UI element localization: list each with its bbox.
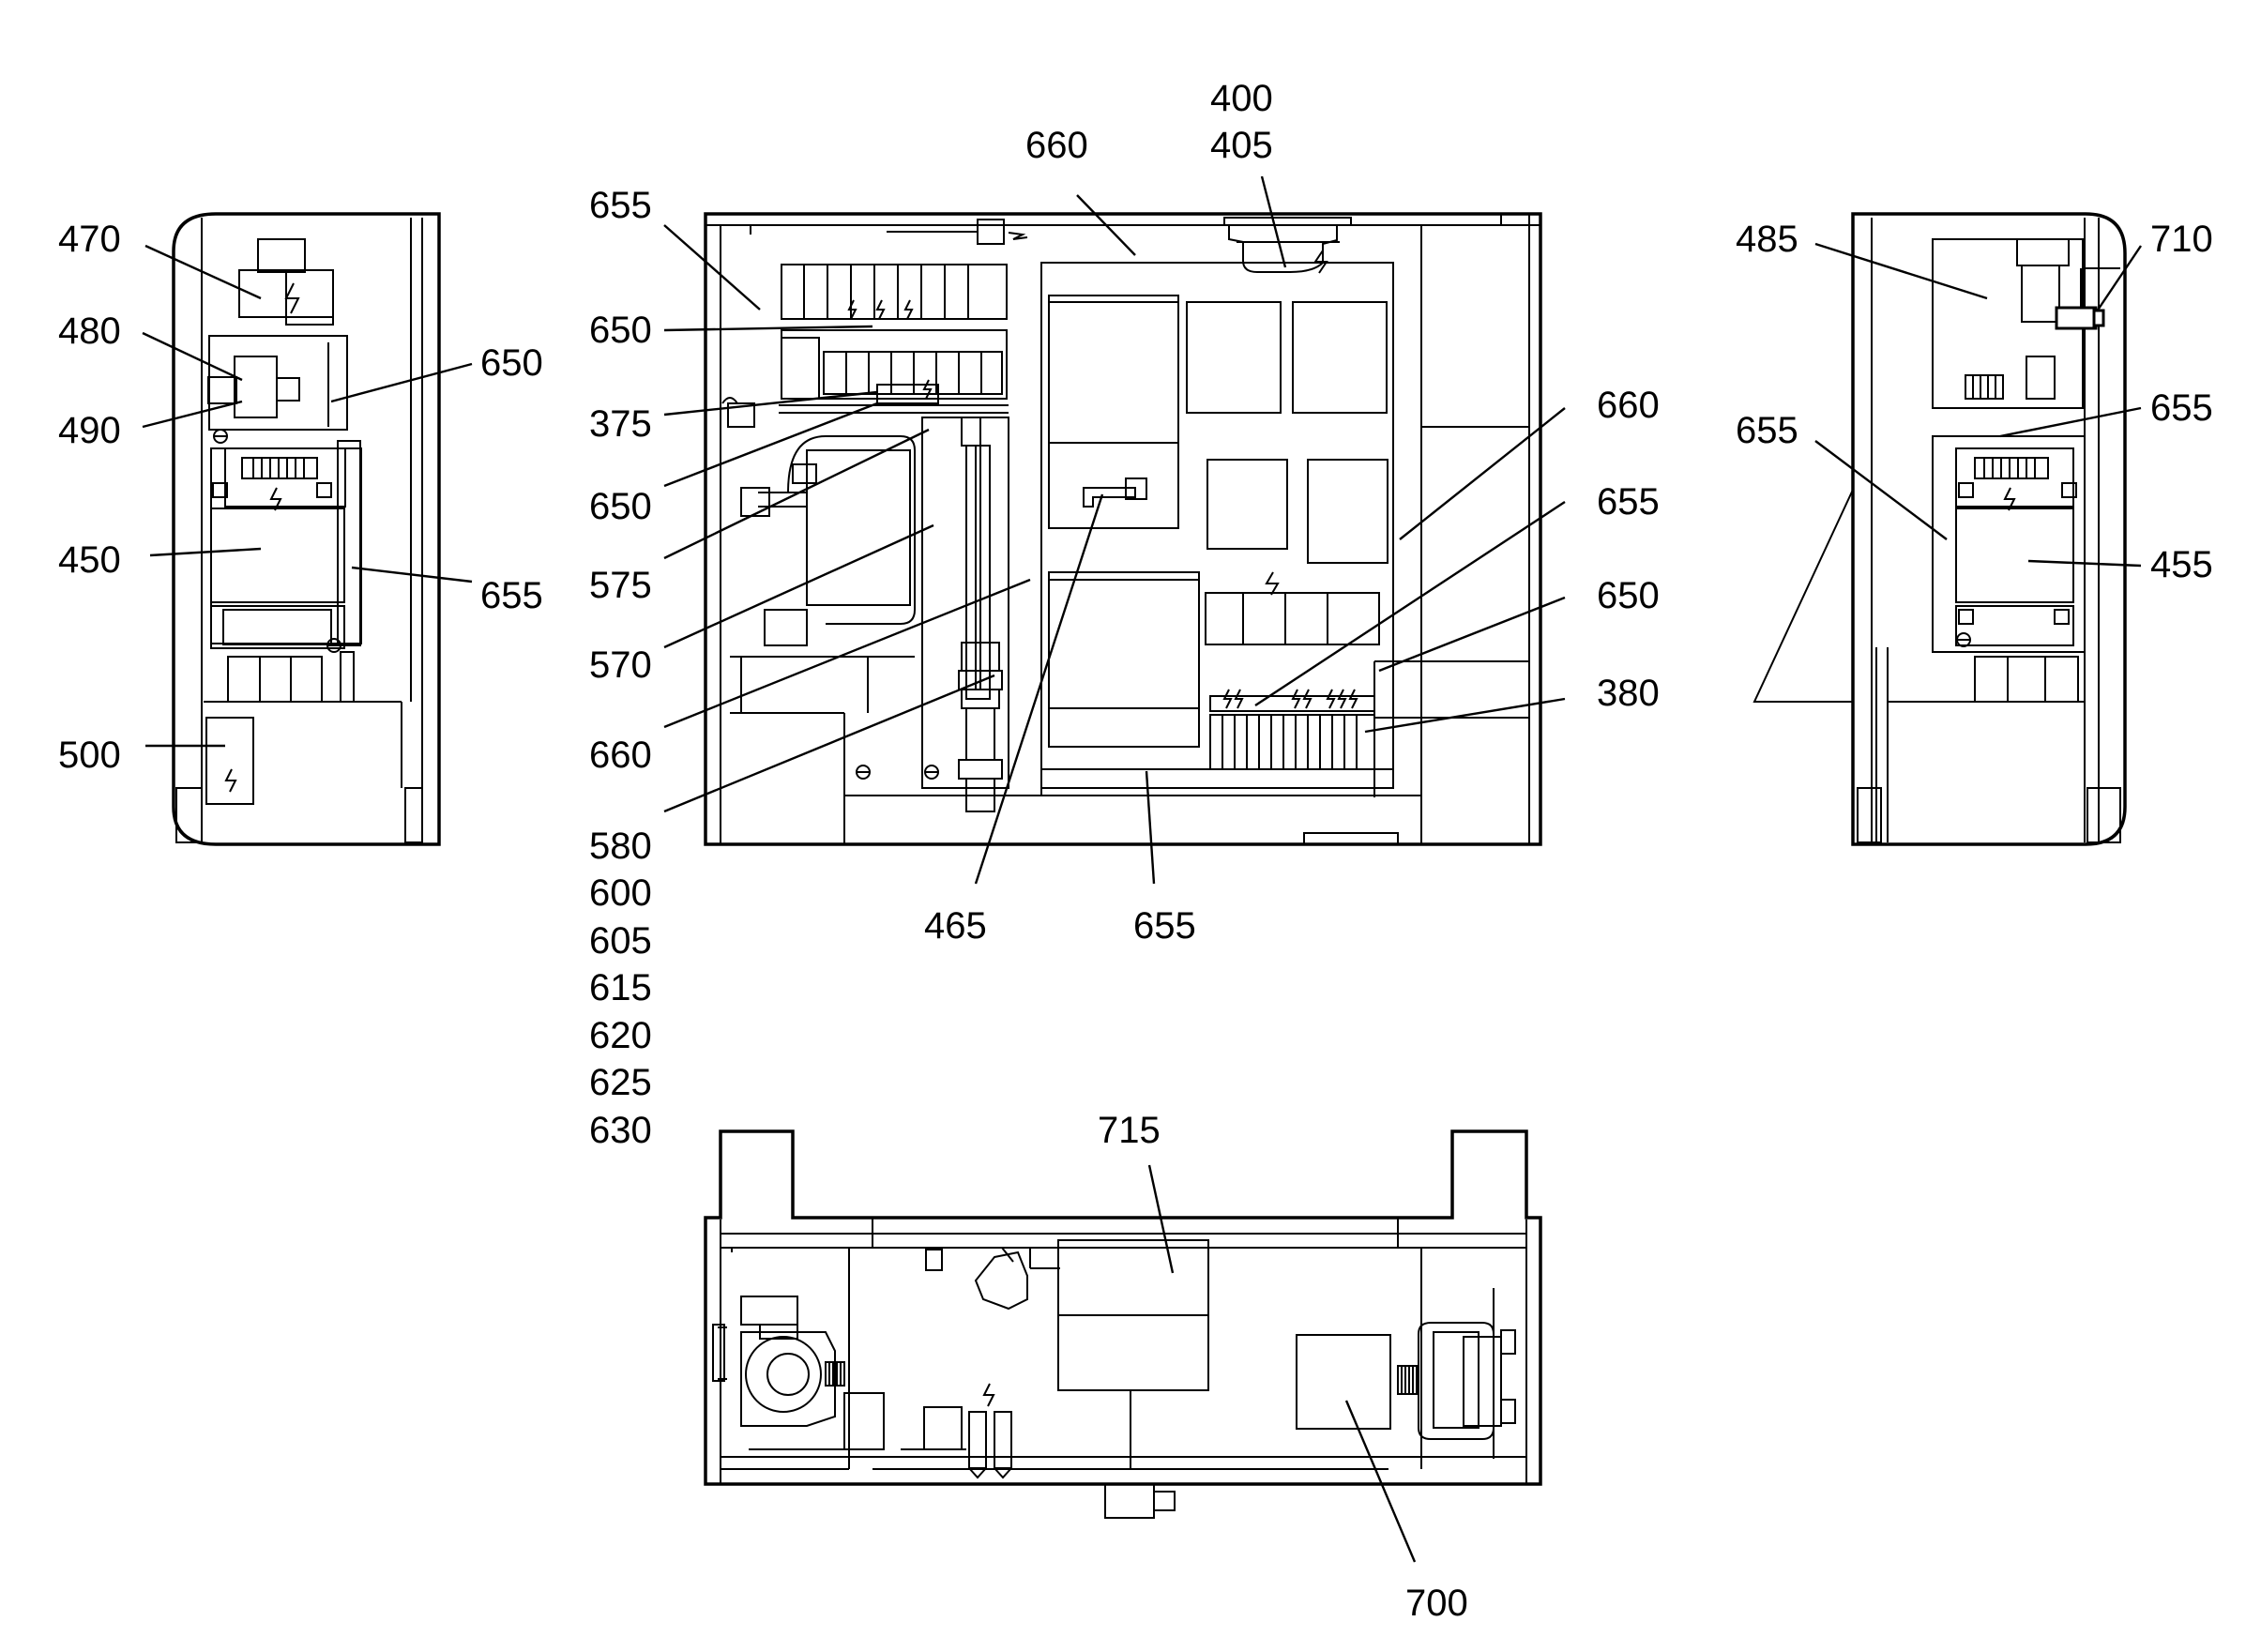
label-625: 625 xyxy=(589,1062,652,1103)
label-655-center-bottom: 655 xyxy=(1133,905,1196,947)
label-715: 715 xyxy=(1098,1110,1161,1151)
label-500: 500 xyxy=(58,735,121,776)
left-side-view xyxy=(172,212,441,846)
label-660-center-right: 660 xyxy=(1597,385,1660,426)
label-655-center-a: 655 xyxy=(589,185,652,226)
label-700: 700 xyxy=(1405,1583,1468,1624)
label-465: 465 xyxy=(924,905,987,947)
label-480: 480 xyxy=(58,311,121,352)
label-470: 470 xyxy=(58,219,121,260)
label-630: 630 xyxy=(589,1110,652,1151)
label-660-center-top: 660 xyxy=(1025,125,1088,166)
label-485: 485 xyxy=(1736,219,1798,260)
label-450: 450 xyxy=(58,539,121,581)
reference-labels: 470 480 490 450 500 650 655 655 650 375 … xyxy=(58,78,2213,1624)
label-615: 615 xyxy=(589,967,652,1008)
right-side-view xyxy=(1753,212,2127,846)
label-650-center-right: 650 xyxy=(1597,575,1660,616)
label-490: 490 xyxy=(58,410,121,451)
leader-lines xyxy=(142,175,2142,1563)
label-655-center-right: 655 xyxy=(1597,481,1660,523)
label-655-left: 655 xyxy=(480,575,543,616)
label-660-center-a: 660 xyxy=(589,735,652,776)
label-400: 400 xyxy=(1210,78,1273,119)
label-380: 380 xyxy=(1597,673,1660,714)
label-570: 570 xyxy=(589,644,652,686)
label-580: 580 xyxy=(589,826,652,867)
label-405: 405 xyxy=(1210,125,1273,166)
label-710: 710 xyxy=(2150,219,2213,260)
bottom-top-view xyxy=(704,1129,1542,1519)
label-650-left: 650 xyxy=(480,342,543,384)
center-front-view xyxy=(704,212,1542,846)
label-600: 600 xyxy=(589,872,652,914)
label-655-right-a: 655 xyxy=(1736,410,1798,451)
label-620: 620 xyxy=(589,1015,652,1056)
label-455: 455 xyxy=(2150,544,2213,585)
label-605: 605 xyxy=(589,920,652,962)
label-375: 375 xyxy=(589,403,652,445)
label-575: 575 xyxy=(589,565,652,606)
label-650-center-b: 650 xyxy=(589,486,652,527)
label-655-right-b: 655 xyxy=(2150,387,2213,429)
label-650-center-a: 650 xyxy=(589,310,652,351)
